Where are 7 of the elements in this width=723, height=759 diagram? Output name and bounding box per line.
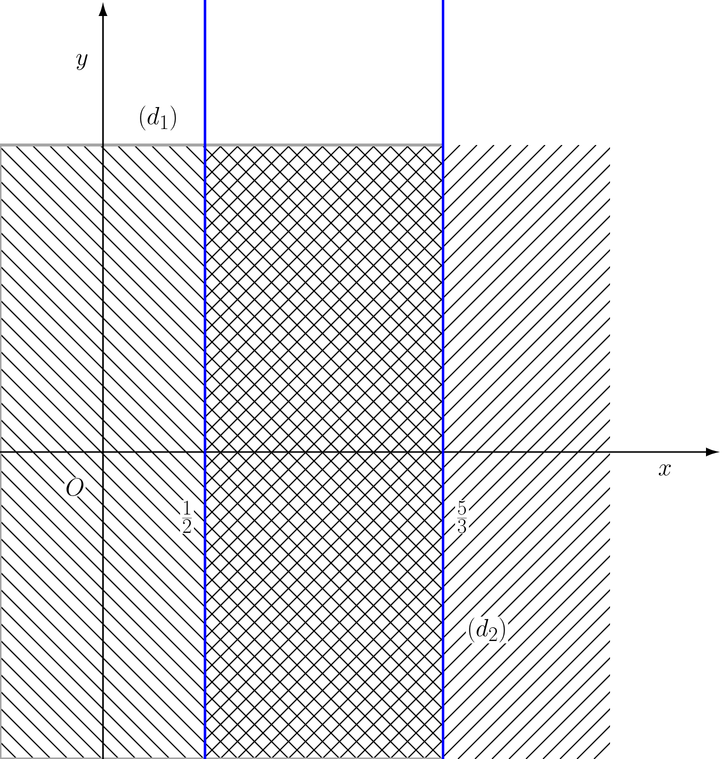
axis-label: $(d_2)$: [466, 616, 508, 644]
axis-label: $\frac{1}{2}$: [180, 500, 194, 534]
axis-label: $(d_1)$: [136, 104, 180, 132]
axis-label: $y$: [74, 53, 90, 71]
axis-label: $\frac{5}{3}$: [455, 500, 469, 534]
axis-label: $O$: [64, 478, 86, 496]
axis-label: $x$: [657, 464, 673, 476]
